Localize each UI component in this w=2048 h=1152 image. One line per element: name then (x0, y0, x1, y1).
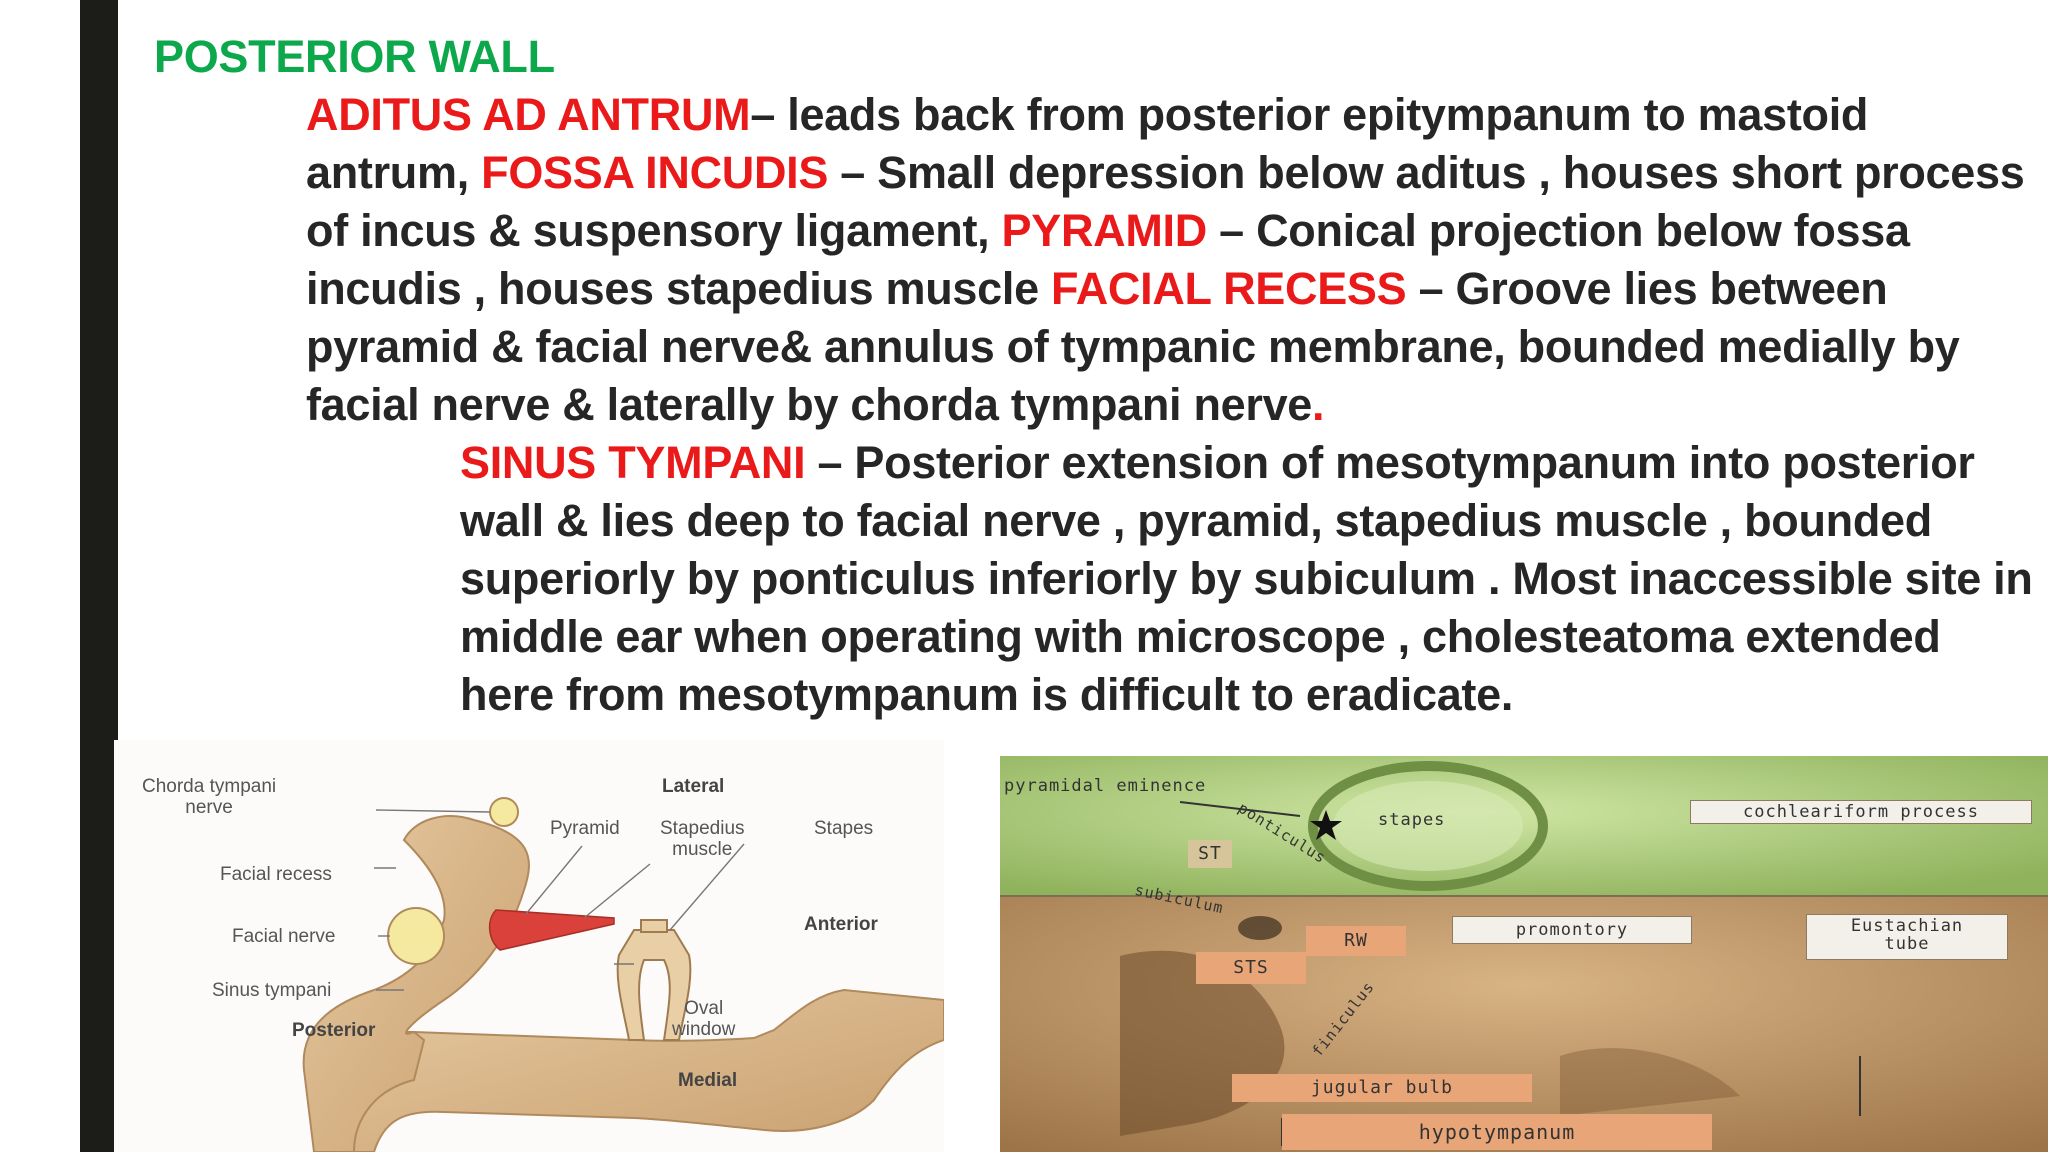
label-posterior: Posterior (292, 1020, 376, 1041)
label-lateral: Lateral (662, 776, 725, 797)
endoscopic-middle-ear-image: pyramidal eminence stapes cochleariform … (1000, 756, 2048, 1152)
label-eustachian-tube: Eustachian tube (1806, 914, 2008, 960)
term-pyramid: PYRAMID (1001, 205, 1208, 256)
label-st: ST (1188, 840, 1232, 868)
paragraph-aditus: ADITUS AD ANTRUM– leads back from poster… (154, 86, 2034, 434)
label-promontory: promontory (1452, 916, 1692, 944)
red-period: . (1312, 379, 1325, 430)
label-sinus-tympani: Sinus tympani (212, 980, 332, 1001)
label-rw: RW (1306, 926, 1406, 956)
label-stapes-photo: stapes (1378, 810, 1446, 830)
term-facial-recess: FACIAL RECESS (1051, 263, 1407, 314)
desc-facial-recess: – Groove lies between pyramid & facial n… (306, 263, 1960, 430)
desc-sinus-tympani: – Posterior extension of mesotympanum in… (460, 437, 2033, 720)
label-chorda-tympani: Chorda tympani nerve (142, 776, 276, 818)
label-sts: STS (1196, 952, 1306, 984)
label-cochleariform-process: cochleariform process (1690, 800, 2032, 824)
term-fossa-incudis: FOSSA INCUDIS (481, 147, 829, 198)
label-jugular-bulb: jugular bulb (1232, 1074, 1532, 1102)
term-sinus-tympani: SINUS TYMPANI (460, 437, 806, 488)
paragraph-sinus-tympani: SINUS TYMPANI – Posterior extension of m… (154, 434, 2034, 724)
term-aditus: ADITUS AD ANTRUM (306, 89, 751, 140)
label-facial-recess: Facial recess (220, 864, 332, 885)
posterior-wall-diagram: Chorda tympani nerve Facial recess Facia… (114, 740, 944, 1152)
label-hypotympanum: hypotympanum (1282, 1114, 1712, 1150)
label-facial-nerve: Facial nerve (232, 926, 336, 947)
label-pyramid: Pyramid (550, 818, 620, 839)
desc-aditus: – leads back from posterior epitympanum … (306, 89, 1869, 198)
label-anterior: Anterior (804, 914, 878, 935)
desc-fossa-incudis: – Small depression below aditus , houses… (306, 147, 2025, 256)
slide-left-accent-bar (80, 0, 118, 1152)
label-pyramidal-eminence: pyramidal eminence (1004, 776, 1207, 796)
label-medial: Medial (678, 1070, 738, 1091)
slide-text: POSTERIOR WALL ADITUS AD ANTRUM– leads b… (154, 28, 2034, 724)
label-stapedius-muscle: Stapedius muscle (660, 818, 745, 860)
label-chorda-text: Chorda tympani nerve (142, 776, 277, 818)
posterior-wall-illustration (302, 797, 944, 1152)
slide-heading: POSTERIOR WALL (154, 31, 555, 82)
label-oval-window: Oval window (672, 998, 736, 1040)
label-stapes: Stapes (814, 818, 874, 839)
desc-pyramid: – Conical projection below fossa incudis… (306, 205, 1910, 314)
